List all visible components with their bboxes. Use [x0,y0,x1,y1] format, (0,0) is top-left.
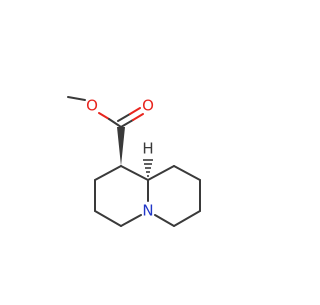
bond-c6-n [154,214,175,227]
bond-methyl-ester-oxygen [67,96,86,101]
bond-ester-oxygen-carbonyl [98,112,110,120]
ester-oxygen-label: O [86,97,98,115]
bond-ester-oxygen-carbonyl-b [108,118,122,128]
molecule-drawing: O O N H [67,96,201,227]
bond-c4-n [120,214,142,227]
hydrogen-label: H [142,140,153,158]
bond-c1-c2 [94,165,122,181]
bond-c3-c4 [94,210,122,227]
bond-carbonyl-double-b [117,113,131,122]
carbonyl-oxygen-label: O [142,97,154,115]
bond-carbonyl-double-b-red [129,107,141,115]
bonds [67,96,201,227]
bond-carbonyl-double-a-red [132,113,144,121]
bond-carbonyl-double-a [120,119,134,128]
structure-canvas: O O N H [67,96,201,227]
bond-c7-c6 [173,210,201,227]
bond-c9a-c1 [120,165,149,181]
wedge-bond [117,127,125,166]
hashed-wedge-bond [143,159,153,177]
bond-c9-c8 [173,165,201,181]
bond-c9a-c9 [147,165,175,181]
nitrogen-label: N [142,202,153,220]
